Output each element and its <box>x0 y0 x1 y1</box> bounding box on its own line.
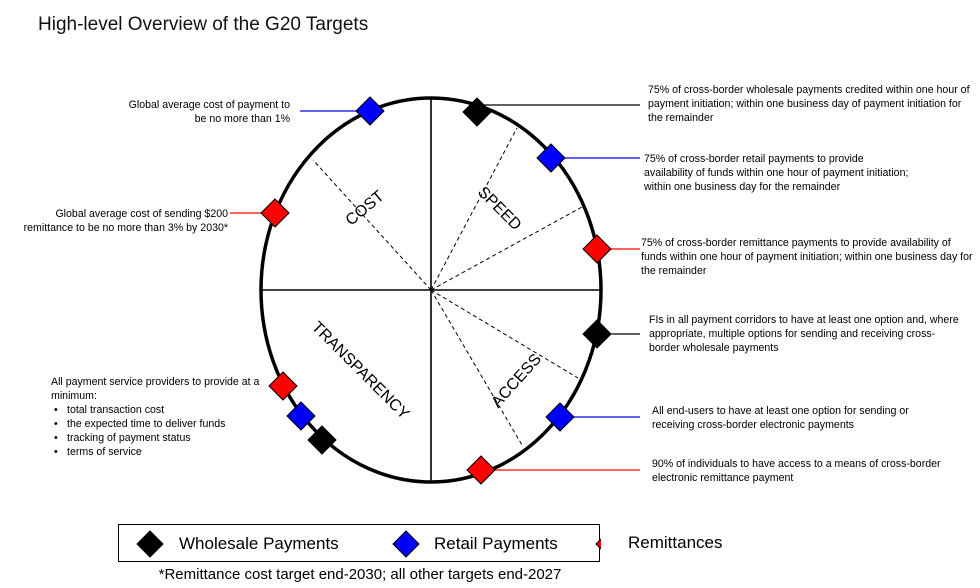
transparency-item: the expected time to deliver funds <box>54 417 261 431</box>
marker-cost-retail <box>355 96 385 126</box>
legend-retail-icon <box>392 530 420 558</box>
marker-transparency-wholesale <box>307 425 337 455</box>
legend-label-wholesale: Wholesale Payments <box>179 534 339 553</box>
marker-transparency-retail <box>286 401 316 431</box>
target-cost-retail: Global average cost of payment to be no … <box>128 99 290 125</box>
marker-transparency-remittance <box>268 371 298 401</box>
segment-label-cost: COST <box>343 188 388 230</box>
legend-markers <box>136 530 601 558</box>
target-speed-wholesale: 75% of cross-border wholesale payments c… <box>648 84 970 124</box>
target-transparency-intro: All payment service providers to provide… <box>51 376 260 402</box>
page-title: High-level Overview of the G20 Targets <box>38 14 369 35</box>
marker-access-remittance <box>466 455 496 485</box>
marker-cost-remittance <box>260 198 290 228</box>
target-transparency: All payment service providers to provide… <box>51 375 261 459</box>
segment-label-transparency: TRANSPARENCY <box>308 319 412 423</box>
legend-remittance-icon <box>595 538 601 550</box>
target-access-retail: All end-users to have at least one optio… <box>652 405 909 431</box>
marker-access-wholesale <box>582 319 612 349</box>
marker-access-retail <box>545 402 575 432</box>
dashed-spokes <box>312 127 583 446</box>
legend: Wholesale Payments Retail Payments <box>118 524 601 562</box>
target-cost-remittance: Global average cost of sending $200 remi… <box>23 208 228 234</box>
target-access-wholesale: FIs in all payment corridors to have at … <box>649 314 959 354</box>
target-speed-remittance: 75% of cross-border remittance payments … <box>641 237 973 277</box>
transparency-list: total transaction cost the expected time… <box>51 403 261 459</box>
marker-speed-wholesale <box>462 97 492 127</box>
legend-label-remittance: Remittances <box>628 533 723 552</box>
transparency-item: terms of service <box>54 445 261 459</box>
legend-label-retail: Retail Payments <box>434 534 558 553</box>
target-markers <box>260 96 612 485</box>
target-access-remittance: 90% of individuals to have access to a m… <box>652 458 941 484</box>
footnote: *Remittance cost target end-2030; all ot… <box>158 566 562 583</box>
segment-label-speed: SPEED <box>474 184 524 234</box>
legend-wholesale-icon <box>136 530 164 558</box>
target-speed-retail: 75% of cross-border retail payments to p… <box>644 153 909 193</box>
transparency-item: total transaction cost <box>54 403 261 417</box>
marker-speed-remittance <box>582 234 612 264</box>
segment-label-access: ACCESS <box>488 351 545 411</box>
transparency-item: tracking of payment status <box>54 431 261 445</box>
marker-speed-retail <box>536 143 566 173</box>
